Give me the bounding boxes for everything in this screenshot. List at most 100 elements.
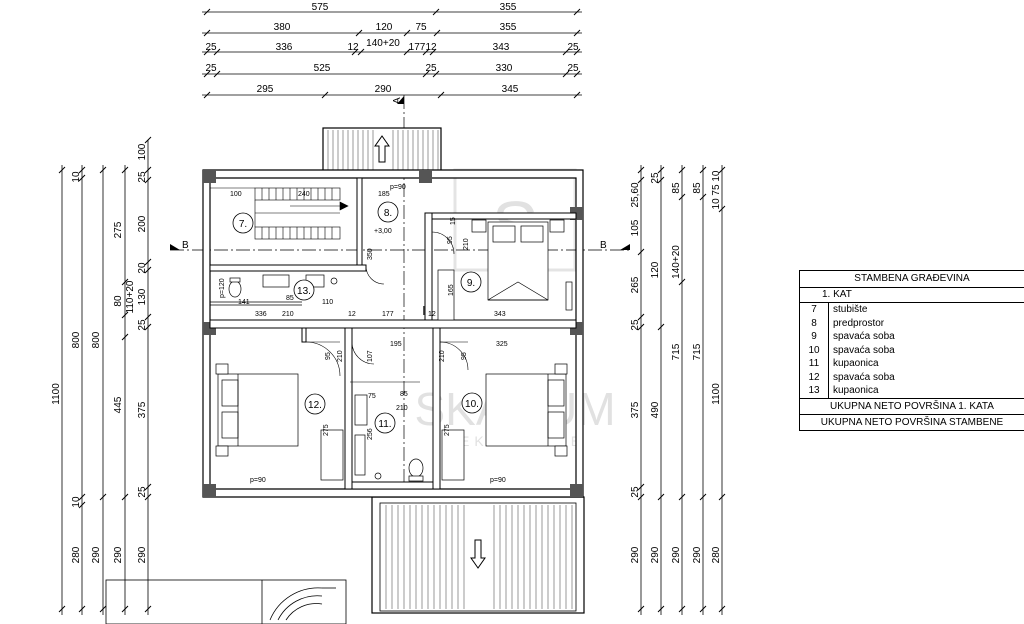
dim-label: 290 bbox=[671, 546, 682, 563]
dim-label: 10 75 10 bbox=[711, 170, 722, 209]
dim-label: 1100 bbox=[51, 383, 62, 405]
legend-room-name: kupaonica bbox=[833, 358, 879, 369]
dim-label: 350 bbox=[367, 248, 374, 260]
dim-label: 210 bbox=[282, 311, 294, 318]
dim-label: 10 bbox=[71, 496, 82, 508]
dim-label: 715 bbox=[671, 343, 682, 360]
section-marker-arrow bbox=[170, 244, 180, 250]
dim-label: 336 bbox=[255, 311, 267, 318]
wardrobe bbox=[441, 429, 465, 481]
legend-row: 7 stubište bbox=[800, 303, 1024, 317]
window-radiator bbox=[565, 281, 573, 311]
dim-label: 25,60 bbox=[630, 182, 641, 207]
washbasin-icon bbox=[354, 394, 368, 426]
bathroom-13-fixtures bbox=[210, 274, 338, 306]
dim-label: 105 bbox=[630, 219, 641, 236]
dim-label: 15 bbox=[450, 217, 457, 225]
dim-label: 130 bbox=[137, 288, 148, 305]
dim-label: 95 bbox=[325, 352, 332, 360]
dim-label: 85 bbox=[671, 182, 682, 194]
dim-label: 256 bbox=[367, 428, 374, 440]
column bbox=[419, 170, 432, 183]
dim-label: 107 bbox=[367, 350, 374, 362]
dim-label: 85 bbox=[286, 295, 294, 302]
dim-label: 490 bbox=[650, 401, 661, 418]
dim-label: 85 bbox=[400, 391, 408, 398]
door-swings bbox=[305, 231, 469, 383]
dim-label: 165 bbox=[448, 284, 455, 296]
legend-floor: 1. KAT bbox=[800, 288, 1024, 303]
legend-room-name: spavaća soba bbox=[833, 371, 895, 383]
dim-label: 290 bbox=[375, 84, 392, 95]
section-marker-b-left: B bbox=[182, 240, 189, 251]
section-marker-arrow bbox=[620, 244, 630, 250]
dim-label: 330 bbox=[496, 63, 513, 74]
dim-label: 25 bbox=[137, 319, 148, 331]
room-number-10: 10. bbox=[465, 399, 479, 410]
legend-room-number: 9 bbox=[800, 330, 829, 344]
top-dimensions bbox=[202, 8, 582, 99]
section-marker-a: A bbox=[392, 97, 403, 104]
legend-total-floor: UKUPNA NETO POVRŠINA 1. KATA bbox=[800, 397, 1024, 414]
lower-stair-fragment bbox=[105, 579, 347, 624]
dim-label: 290 bbox=[137, 546, 148, 563]
dim-label: 290 bbox=[630, 546, 641, 563]
dim-label: 290 bbox=[91, 546, 102, 563]
dim-label: 210 bbox=[439, 350, 446, 362]
dim-label: 275 bbox=[323, 424, 330, 436]
dim-label: 100 bbox=[230, 191, 242, 198]
legend-room-number: 10 bbox=[800, 343, 829, 357]
toilet-icon bbox=[228, 280, 242, 298]
dim-label: 25 bbox=[205, 63, 217, 74]
dim-label: 177 bbox=[409, 42, 426, 53]
dim-label: 375 bbox=[630, 401, 641, 418]
room-number-12: 12. bbox=[308, 400, 322, 411]
bathroom-11-fixtures bbox=[354, 394, 424, 482]
dim-label: 280 bbox=[71, 546, 82, 563]
dim-label: 110+20 bbox=[125, 280, 136, 313]
dim-label: 120 bbox=[376, 22, 393, 33]
dim-label: 12 bbox=[347, 42, 359, 53]
dim-label: 715 bbox=[692, 343, 703, 360]
room-number-8: 8. bbox=[384, 208, 392, 219]
dim-label: 345 bbox=[502, 84, 519, 95]
dim-label: 25 bbox=[630, 319, 641, 331]
legend-room-number: 7 bbox=[800, 303, 829, 317]
room-number-13: 13. bbox=[297, 286, 311, 297]
left-dimensions bbox=[58, 136, 152, 615]
legend-room-number: 12 bbox=[800, 370, 829, 384]
washbasin-icon bbox=[262, 274, 290, 288]
column bbox=[203, 484, 216, 497]
legend-room-name: stubište bbox=[833, 304, 868, 315]
column bbox=[203, 170, 216, 183]
dim-label: 375 bbox=[137, 401, 148, 418]
dim-label: 1100 bbox=[711, 383, 722, 405]
toilet-icon bbox=[408, 458, 424, 478]
section-line-b: B B bbox=[170, 240, 630, 251]
legend-room-name: spavaća soba bbox=[833, 344, 895, 356]
dim-label: 295 bbox=[257, 84, 274, 95]
dim-label: 75 bbox=[415, 22, 427, 33]
dim-label: 177 bbox=[382, 311, 394, 318]
dim-label: 275 bbox=[444, 424, 451, 436]
legend-row: 12 spavaća soba bbox=[800, 370, 1024, 384]
dim-label: 25 bbox=[205, 42, 217, 53]
legend-room-number: 13 bbox=[800, 384, 829, 398]
dim-label: 275 bbox=[113, 221, 124, 238]
top-balcony bbox=[322, 127, 442, 173]
bottom-balcony bbox=[371, 496, 585, 614]
legend-total-building: UKUPNA NETO POVRŠINA STAMBENE bbox=[800, 413, 1024, 430]
dim-label: 141 bbox=[238, 299, 250, 306]
dim-label: 95 bbox=[461, 352, 468, 360]
dim-label: 200 bbox=[137, 215, 148, 232]
dim-label: 25 bbox=[137, 486, 148, 498]
dim-label: 290 bbox=[113, 546, 124, 563]
dim-label: 336 bbox=[276, 42, 293, 53]
dim-label: 110 bbox=[322, 299, 333, 306]
arrow-down-icon bbox=[470, 539, 486, 569]
room-number-11: 11. bbox=[378, 419, 391, 430]
dim-label: 343 bbox=[493, 42, 510, 53]
dim-label: 10 bbox=[71, 171, 82, 183]
